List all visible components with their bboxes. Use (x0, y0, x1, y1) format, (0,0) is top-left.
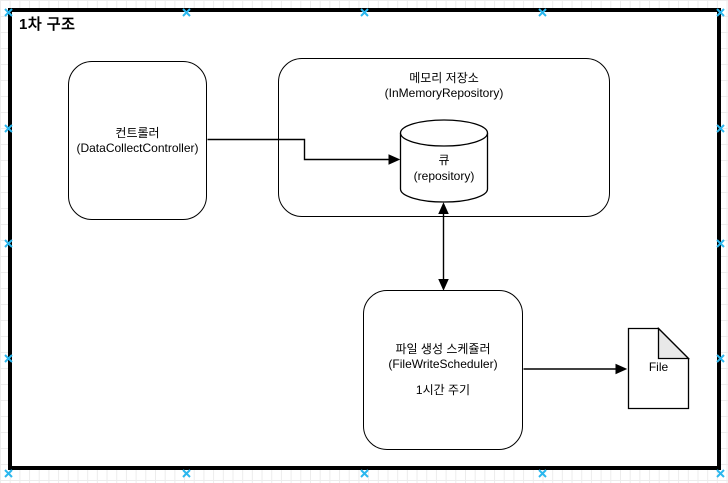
diagram-title: 1차 구조 (19, 16, 76, 33)
edge-queue-scheduler[interactable] (438, 202, 449, 291)
connection-point-icon[interactable] (4, 465, 13, 478)
file-label: File (648, 360, 669, 374)
arrowhead-icon (438, 202, 449, 214)
connection-point-icon[interactable] (538, 465, 547, 478)
connection-point-icon[interactable] (182, 465, 191, 478)
node-queue-name: 큐 (438, 152, 450, 167)
connection-point-icon[interactable] (716, 465, 725, 478)
connection-point-icon[interactable] (716, 4, 725, 17)
connection-point-icon[interactable] (360, 4, 369, 17)
edge-scheduler-file[interactable] (523, 363, 628, 375)
connection-point-icon[interactable] (4, 120, 13, 133)
file-fold-corner (657, 326, 691, 360)
node-queue[interactable]: 큐 (repository) (400, 133, 488, 202)
connection-point-icon[interactable] (4, 235, 13, 248)
connection-point-icon[interactable] (182, 4, 191, 17)
arrowhead-icon (388, 154, 401, 165)
node-scheduler-name: 파일 생성 스케쥴러 (395, 342, 491, 356)
node-queue-impl: (repository) (413, 168, 475, 183)
connection-point-icon[interactable] (716, 350, 725, 363)
arrowhead-icon (438, 279, 449, 291)
arrowhead-icon (615, 363, 628, 375)
connection-point-icon[interactable] (360, 465, 369, 478)
node-controller-name: 컨트롤러 (115, 125, 160, 140)
node-controller[interactable]: 컨트롤러 (DataCollectController) (68, 61, 207, 220)
node-scheduler-note: 1시간 주기 (415, 383, 471, 397)
node-scheduler-impl: (FileWriteScheduler) (388, 357, 498, 371)
node-memory-impl: (InMemoryRepository) (384, 86, 504, 100)
connection-point-icon[interactable] (4, 350, 13, 363)
connection-point-icon[interactable] (538, 4, 547, 17)
node-memory-name: 메모리 저장소 (409, 71, 479, 85)
file-icon[interactable] (627, 326, 691, 410)
connection-point-icon[interactable] (716, 120, 725, 133)
node-file-scheduler[interactable]: 파일 생성 스케쥴러 (FileWriteScheduler) 1시간 주기 (363, 290, 523, 450)
edge-controller-queue[interactable] (207, 138, 401, 165)
node-controller-impl: (DataCollectController) (76, 140, 199, 155)
connection-point-icon[interactable] (4, 4, 13, 17)
node-queue-cylinder-icon[interactable] (399, 119, 489, 203)
connection-point-icon[interactable] (716, 235, 725, 248)
